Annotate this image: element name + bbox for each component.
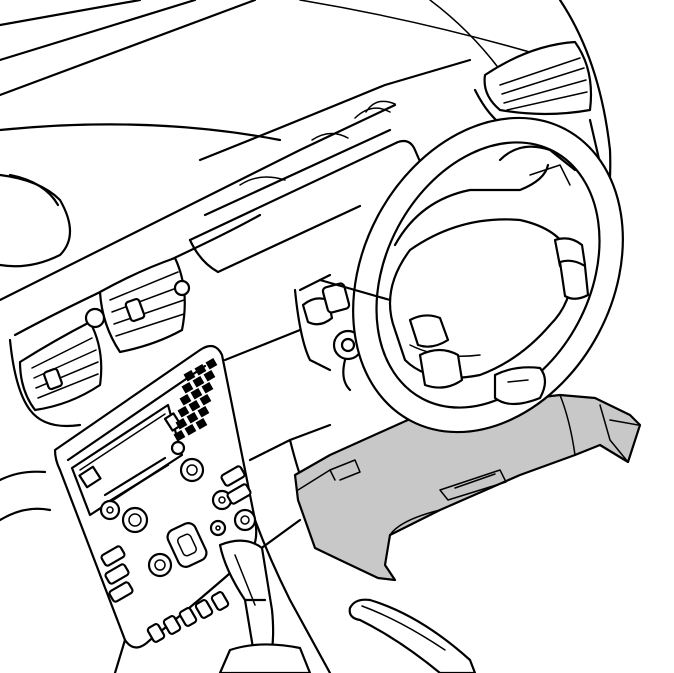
knob-center: [218, 496, 226, 504]
keypad-key: [203, 370, 216, 382]
console-button: [178, 607, 198, 627]
lower-dashboard-panel: [293, 393, 642, 582]
control-knob: [209, 519, 227, 537]
keypad-key: [194, 364, 207, 376]
control-knob: [121, 506, 149, 534]
knob-center: [240, 515, 250, 525]
keypad-key: [177, 406, 190, 418]
windshield-edge: [0, 0, 541, 97]
console-buttons: [100, 465, 252, 643]
control-knob: [147, 552, 173, 578]
keypad-key: [173, 430, 186, 442]
console-button: [194, 599, 214, 619]
knob-center: [186, 464, 198, 476]
control-knob: [99, 499, 121, 521]
keypad-key: [192, 376, 205, 388]
console-button: [100, 545, 126, 567]
keypad-key: [195, 418, 208, 430]
keypad-key: [184, 424, 197, 436]
knob-center: [154, 559, 166, 571]
knob-center: [106, 506, 114, 514]
keypad-key: [199, 394, 212, 406]
control-knob: [179, 457, 205, 483]
console-button: [104, 563, 130, 585]
steering-wheel: [318, 116, 624, 434]
keypad-key: [181, 382, 194, 394]
keypad-key: [183, 370, 196, 382]
left-air-vent-inner: [84, 256, 191, 354]
right-air-vent: [473, 40, 593, 132]
console-button: [210, 591, 230, 611]
keypad-key: [179, 394, 192, 406]
console-button: [220, 465, 246, 487]
keypad-buttons: [173, 358, 218, 442]
keypad-key: [175, 418, 188, 430]
knob-center: [128, 513, 142, 527]
keypad-key: [205, 358, 218, 370]
dashboard-lower-edge: [248, 358, 352, 462]
keypad-key: [201, 382, 214, 394]
center-display-housing: [188, 100, 432, 274]
left-air-vent-outer: [18, 320, 103, 412]
climate-dial: [166, 522, 208, 568]
handbrake-lever: [348, 598, 477, 673]
dashboard-left-lower: [0, 338, 82, 522]
keypad-key: [188, 400, 201, 412]
radio-unit: [70, 403, 186, 517]
knob-center: [215, 525, 221, 531]
keypad-key: [190, 388, 203, 400]
console-button: [146, 623, 166, 643]
climate-dial-inner: [176, 533, 198, 557]
console-button: [226, 483, 252, 505]
keypad-key: [197, 406, 210, 418]
control-knobs: [99, 457, 257, 578]
gear-shifter: [218, 539, 312, 673]
keypad-key: [186, 412, 199, 424]
console-button: [162, 615, 182, 635]
control-knob: [233, 508, 257, 532]
console-button: [108, 581, 134, 603]
